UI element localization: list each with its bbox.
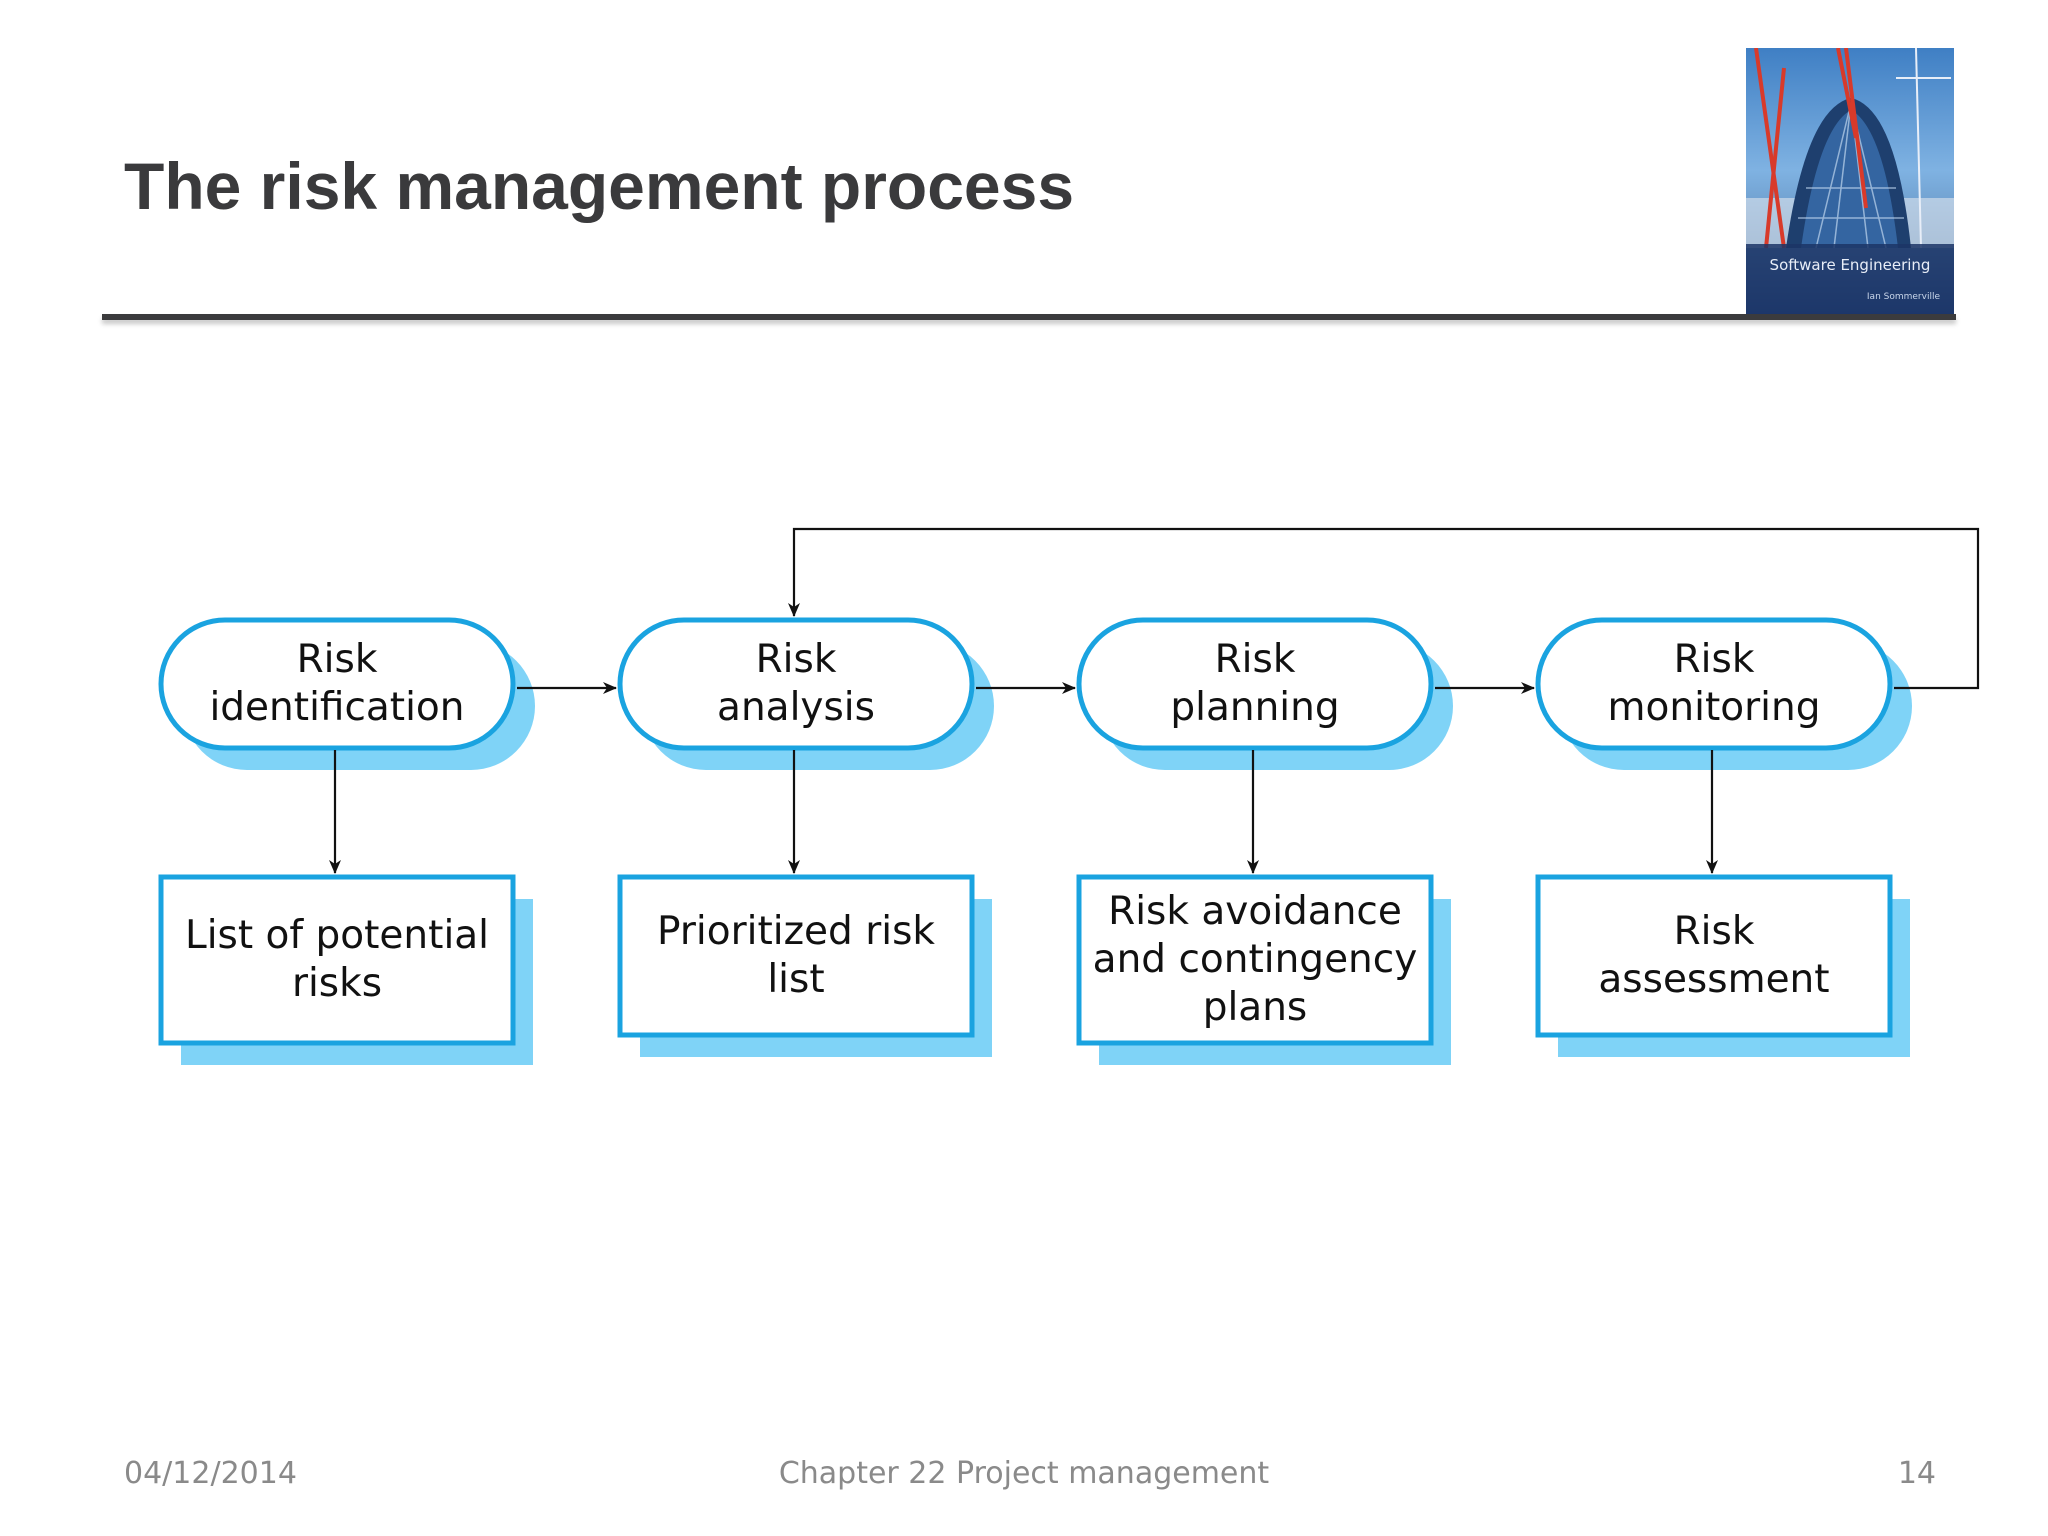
- process-label: Risk monitoring: [1607, 637, 1821, 730]
- title-divider: [102, 314, 1956, 320]
- book-cover-image: Software Engineering Ian Sommerville: [1746, 48, 1954, 320]
- cover-author: Ian Sommerville: [1866, 292, 1940, 302]
- process-node: [617, 617, 975, 751]
- output-label: List of potential risks: [184, 913, 490, 1006]
- output-node: [617, 874, 975, 1038]
- footer-page-number: 14: [1897, 1456, 1936, 1491]
- cover-book-title: Software Engineering: [1769, 256, 1931, 274]
- process-node: [1535, 617, 1893, 751]
- output-label: Risk assessment: [1598, 909, 1830, 1002]
- cover-illustration: [1746, 48, 1954, 320]
- footer-chapter: Chapter 22 Project management: [778, 1456, 1270, 1491]
- output-node: [1535, 874, 1893, 1038]
- footer-date: 04/12/2014: [124, 1456, 297, 1491]
- output-label: Risk avoidance and contingency plans: [1092, 889, 1418, 1030]
- process-label: Risk planning: [1170, 637, 1340, 730]
- process-node: [158, 617, 516, 751]
- process-node: [1076, 617, 1434, 751]
- process-label: Risk analysis: [717, 637, 875, 730]
- process-label: Risk identification: [209, 637, 465, 730]
- slide-title: The risk management process: [124, 149, 1075, 223]
- output-node: [158, 874, 516, 1046]
- output-label: Prioritized risk list: [657, 909, 935, 1002]
- feedback-loop-arrow: [788, 527, 1980, 690]
- output-node: [1076, 874, 1434, 1046]
